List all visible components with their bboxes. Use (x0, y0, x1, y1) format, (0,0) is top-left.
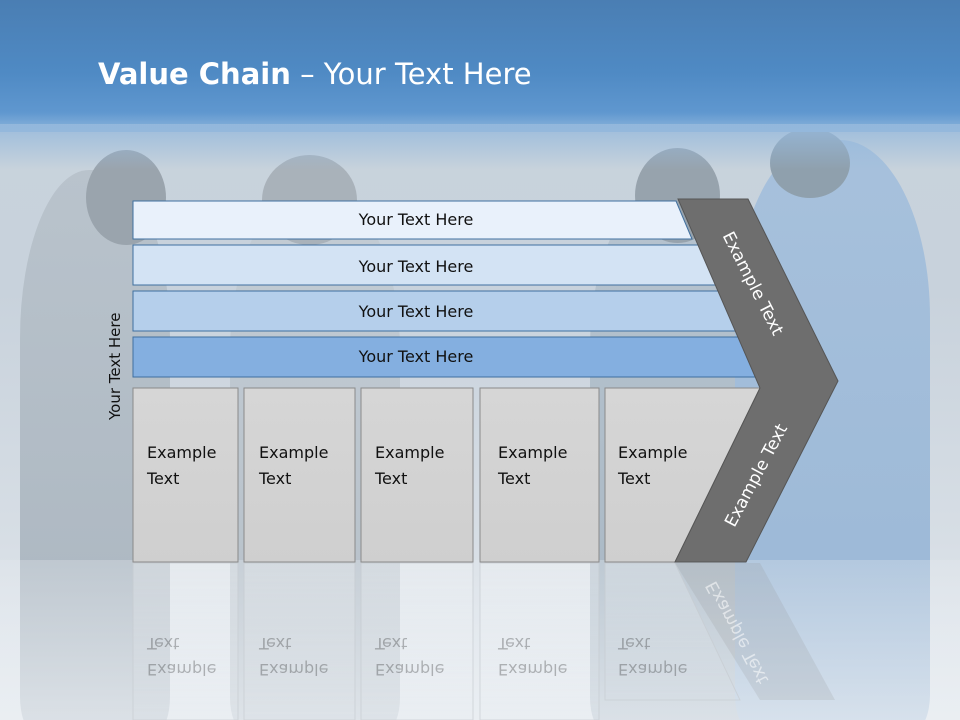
box-reflection (360, 562, 474, 720)
box-1-line2: Text (259, 469, 292, 488)
box-0 (132, 387, 239, 563)
box-2-label-reflection: Example Text (375, 630, 444, 682)
box-0-line2: Text (147, 469, 180, 488)
box-3 (479, 387, 600, 563)
box-reflection (604, 562, 741, 701)
header-fade (0, 124, 960, 170)
box-1 (243, 387, 356, 563)
bar-3-label: Your Text Here (358, 347, 474, 366)
bar-0-label: Your Text Here (358, 210, 474, 229)
box-reflection (243, 562, 356, 720)
box-1-line1: Example (259, 660, 329, 679)
box-4-line1: Example (618, 443, 688, 462)
box-4-label-reflection: Example Text (618, 630, 687, 682)
box-1-line1: Example (259, 443, 329, 462)
box-0-line1: Example (147, 660, 217, 679)
box-4-line2: Text (618, 634, 651, 653)
box-2 (360, 387, 474, 563)
box-0-line1: Example (147, 443, 217, 462)
box-1-line2: Text (259, 634, 292, 653)
chevron-reflection (675, 563, 835, 700)
box-reflection (132, 562, 239, 720)
box-2-line2: Text (375, 469, 408, 488)
box-2-line1: Example (375, 443, 445, 462)
box-3-line2: Text (498, 469, 531, 488)
box-0-label-reflection: Example Text (147, 630, 216, 682)
bar-0 (132, 200, 693, 240)
box-4-line1: Example (618, 660, 688, 679)
slide-title: Value Chain – Your Text Here (98, 52, 532, 96)
box-4-line2: Text (618, 469, 651, 488)
box-0-line2: Text (147, 634, 180, 653)
box-3-line2: Text (498, 634, 531, 653)
box-2-line1: Example (375, 660, 445, 679)
box-1-label-reflection: Example Text (259, 630, 328, 682)
header-band (0, 0, 960, 132)
box-3-line1: Example (498, 660, 568, 679)
chevron-arrow (674, 198, 839, 563)
title-bold: Value Chain (98, 57, 291, 91)
box-reflection (479, 562, 600, 720)
box-3-line1: Example (498, 443, 568, 462)
bar-1-label: Your Text Here (358, 257, 474, 276)
bar-2-label: Your Text Here (358, 302, 474, 321)
box-3-label-reflection: Example Text (498, 630, 567, 682)
box-2-line2: Text (375, 634, 408, 653)
title-rest: – Your Text Here (290, 57, 532, 91)
